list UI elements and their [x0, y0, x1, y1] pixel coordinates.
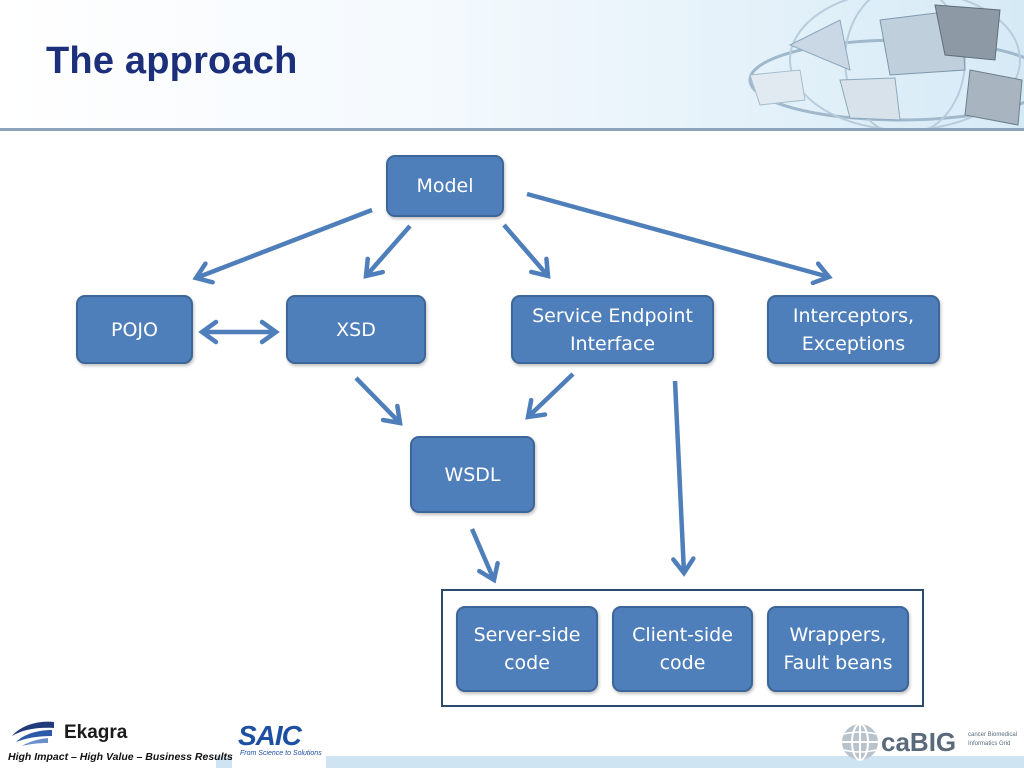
saic-tagline: From Science to Solutions [240, 750, 322, 757]
node-xsd: XSD [286, 295, 426, 364]
node-service-endpoint-interface: Service Endpoint Interface [511, 295, 714, 364]
footer-divider [232, 756, 326, 768]
slide-title: The approach [46, 40, 298, 82]
ekagra-logo-icon [12, 721, 54, 746]
arrow-wsdl-to-code-group [469, 528, 500, 584]
saic-logo: SAIC [238, 720, 302, 751]
arrow-model-to-sei [502, 223, 551, 279]
node-client-side-code: Client-side code [612, 606, 753, 692]
arrow-model-to-xsd [363, 224, 412, 279]
arrow-sei-to-code-group [671, 380, 696, 577]
node-model: Model [386, 155, 504, 217]
node-wrappers-fault-beans: Wrappers, Fault beans [767, 606, 909, 692]
cabig-globe-icon [842, 723, 878, 761]
globe-graphic-icon [748, 0, 1024, 128]
ekagra-tagline: High Impact – High Value – Business Resu… [8, 751, 233, 763]
node-server-side-code: Server-side code [456, 606, 598, 692]
footer-bar [216, 756, 1024, 768]
node-interceptors-exceptions: Interceptors, Exceptions [767, 295, 940, 364]
arrow-sei-to-wsdl [525, 372, 575, 420]
arrow-model-to-pojo [192, 207, 373, 285]
slide-header: The approach [0, 0, 1024, 131]
node-pojo: POJO [76, 295, 193, 364]
arrow-model-to-interceptors [526, 191, 833, 286]
cabig-name: caBIG [881, 727, 957, 757]
node-wsdl: WSDL [410, 436, 535, 513]
ekagra-name: Ekagra [64, 722, 128, 743]
cabig-tagline: cancer Biomedical Informatics Grid [968, 732, 1018, 747]
arrow-xsd-to-wsdl [354, 376, 403, 426]
